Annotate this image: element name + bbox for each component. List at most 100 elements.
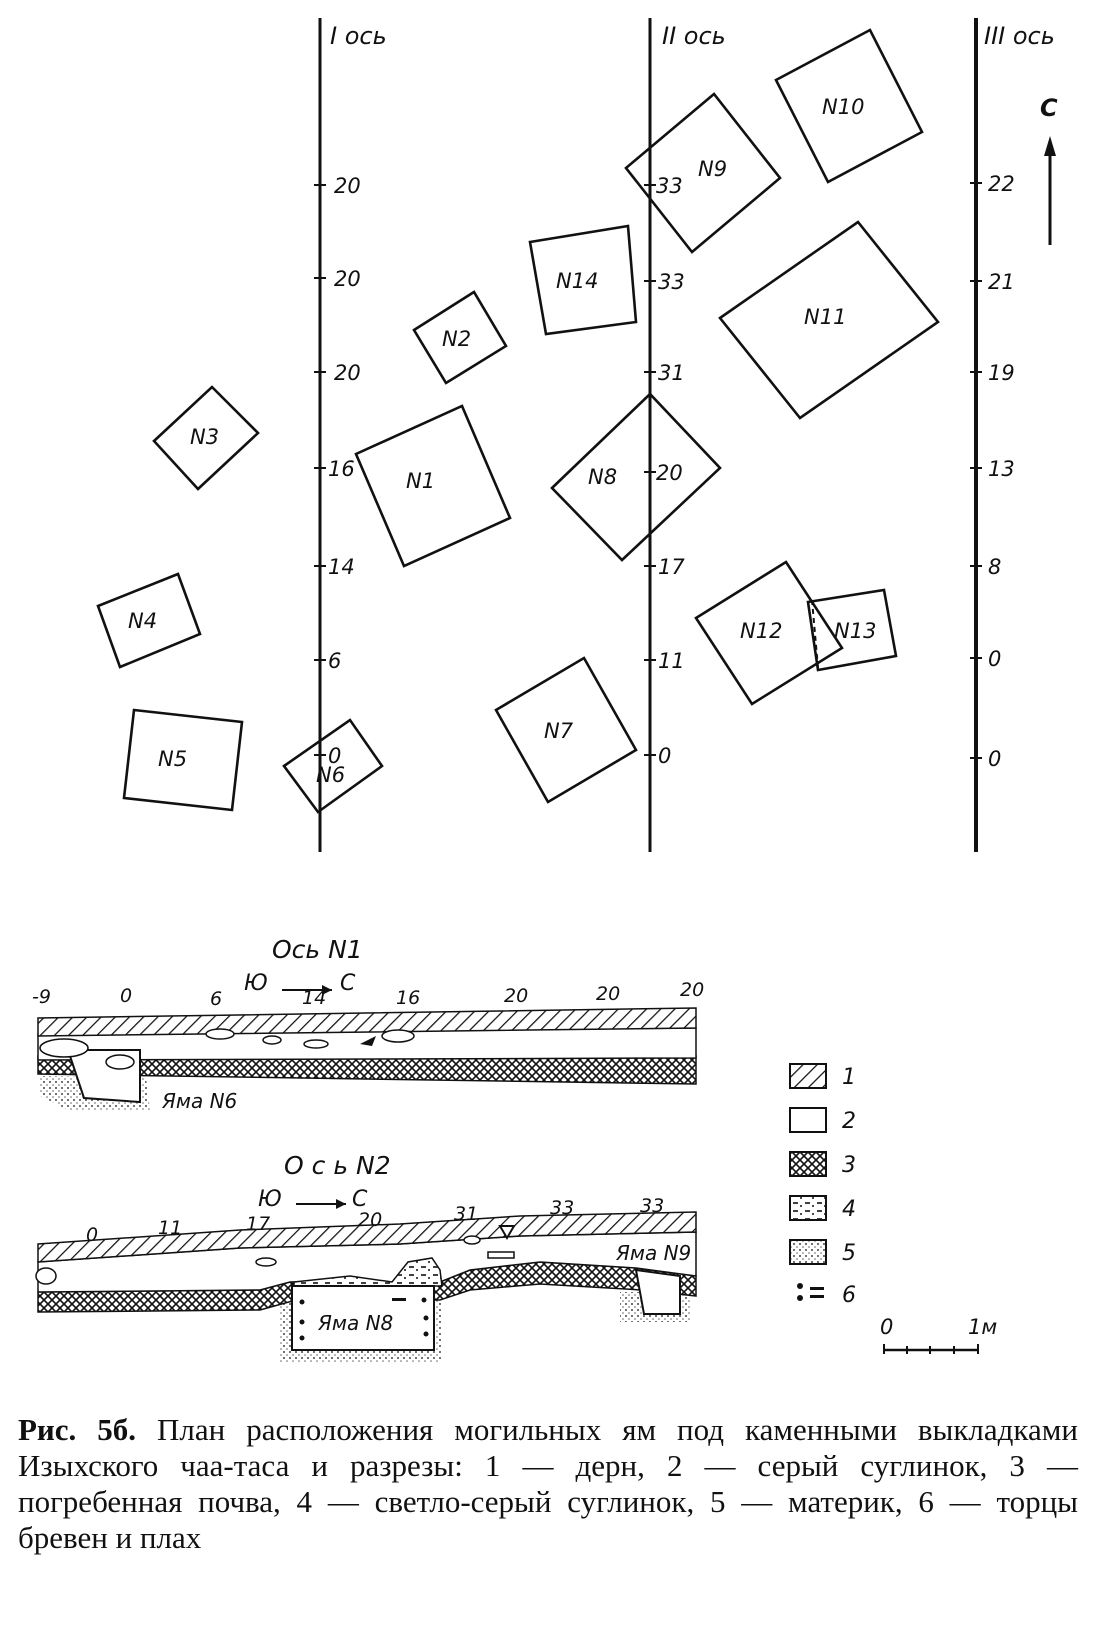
layer-turf [37, 1211, 697, 1263]
pit-n4 [96, 572, 202, 669]
section-1-title: Ось N1 [272, 935, 363, 964]
section-2-mark: 0 [86, 1224, 98, 1246]
pit-label: N2 [442, 327, 471, 351]
legend-swatch-turf [789, 1063, 827, 1089]
axis-3-tick: 8 [988, 555, 1001, 579]
legend-label: 3 [842, 1153, 856, 1178]
axis-3: III ось 22 21 19 13 8 0 0 [970, 18, 1055, 852]
axis-1-tick: 14 [328, 555, 355, 579]
pit-label: N8 [588, 465, 617, 489]
legend-label: 5 [842, 1241, 856, 1266]
pit-n8 [550, 392, 722, 562]
axis-1-tick: 20 [334, 361, 361, 385]
axis-3-tick: 13 [988, 457, 1015, 481]
axis-2-tick: 20 [656, 461, 683, 485]
scale-bar: 0 1м [880, 1315, 997, 1354]
pit-label: N13 [834, 619, 876, 643]
axis-3-tick: 19 [988, 361, 1015, 385]
pit-n9-cut [634, 1268, 681, 1315]
axis-2-tick: 11 [658, 649, 685, 673]
section-1-pit: Яма N6 [161, 1089, 237, 1113]
pit-n12 [694, 560, 844, 706]
pit-label: N3 [190, 425, 219, 449]
direction-from: Ю [244, 971, 268, 996]
north-label: С [1040, 94, 1058, 122]
direction-from: Ю [258, 1187, 282, 1212]
axis-3-label: III ось [984, 22, 1055, 50]
pit-label: N5 [158, 747, 187, 771]
axis-1-tick: 0 [328, 744, 341, 768]
pit-n2 [412, 290, 508, 385]
section-1-mark: -9 [32, 986, 51, 1008]
axis-2-tick: 0 [658, 744, 671, 768]
pit-label: N11 [804, 305, 846, 329]
legend-swatch-loam [789, 1107, 827, 1133]
section-2-mark: 33 [640, 1195, 664, 1217]
pit-label: N9 [698, 157, 727, 181]
figure-caption-text: План расположения могильных ям под камен… [18, 1412, 1078, 1555]
section-axis-1: Ось N1 Ю С -9 0 6 14 16 20 20 20 Яма N6 [32, 935, 704, 1113]
direction-to: С [340, 971, 356, 996]
scale-end: 1м [968, 1315, 997, 1339]
section-1-mark: 20 [596, 983, 620, 1005]
pit-outlines [96, 28, 940, 814]
pit-label: N12 [740, 619, 782, 643]
axis-2-tick: 31 [658, 361, 685, 385]
section-2-pit: Яма N9 [615, 1241, 691, 1265]
north-arrow-icon [1044, 136, 1056, 245]
pit-n1 [354, 404, 512, 568]
pit-n7 [494, 656, 638, 804]
legend-label: 4 [842, 1197, 856, 1222]
axis-2-label: II ось [662, 22, 726, 50]
axis-2-tick: 17 [658, 555, 685, 579]
direction-to: С [352, 1187, 368, 1212]
axis-3-tick: 0 [988, 647, 1001, 671]
legend-label: 1 [842, 1065, 856, 1090]
pit-n9 [624, 92, 782, 254]
pit-label: N14 [556, 269, 598, 293]
axis-2-tick: 33 [658, 270, 685, 294]
legend-label: 2 [842, 1109, 856, 1134]
section-2-mark: 31 [454, 1203, 478, 1225]
arrow-icon [322, 985, 332, 995]
section-2-title: О с ь N2 [284, 1151, 391, 1180]
scale-start: 0 [880, 1315, 893, 1339]
arrow-icon [336, 1199, 346, 1209]
section-1-mark: 20 [504, 985, 528, 1007]
axis-1: I ось 20 20 20 16 14 6 0 [314, 18, 387, 852]
section-2-pit: Яма N8 [317, 1311, 393, 1335]
pit-n5 [122, 708, 244, 812]
axis-1-label: I ось [330, 22, 387, 50]
axis-3-tick: 21 [988, 270, 1015, 294]
pit-label: N4 [128, 609, 157, 633]
pit-label: N6 [316, 763, 345, 787]
section-axis-2: О с ь N2 Ю С 0 11 17 20 [35, 1151, 697, 1362]
pit-n3 [152, 385, 260, 491]
axis-3-tick: 0 [988, 747, 1001, 771]
layer-turf [37, 1007, 697, 1037]
section-1-mark: 6 [210, 988, 222, 1010]
pit-label: N7 [544, 719, 574, 743]
pit-n13 [806, 588, 898, 672]
legend-swatch-buried-soil [789, 1151, 827, 1177]
excavation-plan: I ось 20 20 20 16 14 6 0 II ось 33 33 31… [32, 18, 1058, 1362]
axis-1-tick: 16 [328, 457, 355, 481]
pit-label: N1 [406, 469, 435, 493]
pit-overlap-line [811, 599, 819, 669]
section-1-mark: 14 [302, 987, 326, 1009]
pit-n14 [528, 224, 638, 336]
axis-2-tick: 33 [656, 174, 683, 198]
section-2-mark: 17 [246, 1213, 270, 1235]
section-2-mark: 33 [550, 1197, 574, 1219]
pit-n10 [774, 28, 924, 184]
legend-label: 6 [842, 1283, 856, 1308]
legend: 1 2 3 4 5 6 [789, 1063, 856, 1308]
pit-n11 [718, 220, 940, 420]
figure-caption: Рис. 5б. План расположения могильных ям … [18, 1412, 1078, 1556]
axis-1-tick: 20 [334, 267, 361, 291]
axis-1-tick: 6 [328, 649, 341, 673]
pit-n6 [282, 718, 384, 814]
figure-number: Рис. 5б. [18, 1412, 137, 1447]
pit-label: N10 [822, 95, 864, 119]
legend-swatch-bedrock [789, 1239, 827, 1265]
